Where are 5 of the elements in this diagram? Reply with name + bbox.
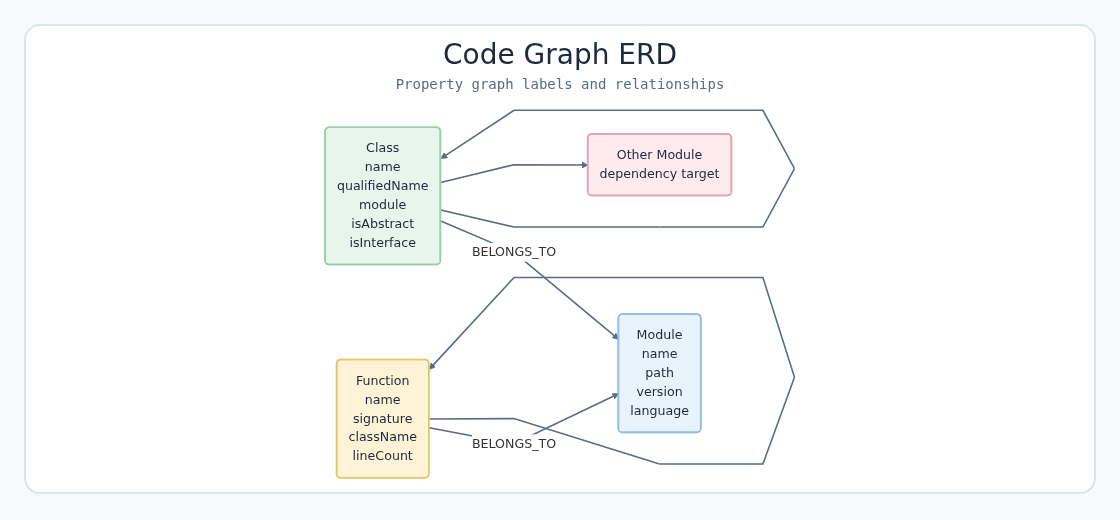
arrow (440, 109, 796, 228)
diagram-subtitle: Property graph labels and relationships (395, 76, 725, 92)
diagram-title: Code Graph ERD (442, 38, 678, 71)
edge-label: BELONGS_TO (472, 435, 557, 451)
edge-label: BELONGS_TO (472, 244, 557, 260)
